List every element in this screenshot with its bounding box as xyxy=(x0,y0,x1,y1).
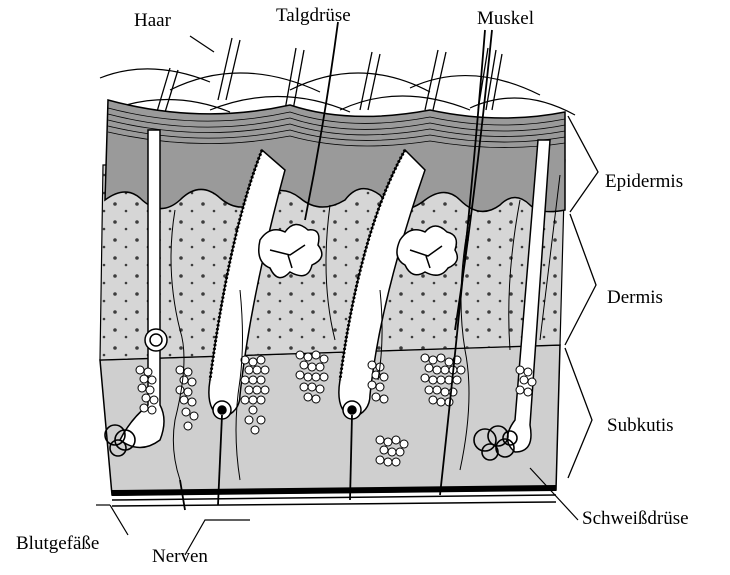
label-nerven: Nerven xyxy=(152,547,208,566)
layer-braces xyxy=(565,116,598,478)
label-muskel: Muskel xyxy=(477,9,534,28)
label-haar: Haar xyxy=(134,11,171,30)
blood-vessels xyxy=(112,488,556,506)
label-talgdruese: Talgdrüse xyxy=(276,6,351,25)
label-dermis: Dermis xyxy=(607,288,663,307)
label-subkutis: Subkutis xyxy=(607,416,674,435)
epidermis-layer xyxy=(105,100,565,212)
label-epidermis: Epidermis xyxy=(605,172,683,191)
subkutis-layer xyxy=(100,345,560,495)
label-blutgefaesse: Blutgefäße xyxy=(16,534,99,553)
label-schweissdruese: Schweißdrüse xyxy=(582,509,689,528)
